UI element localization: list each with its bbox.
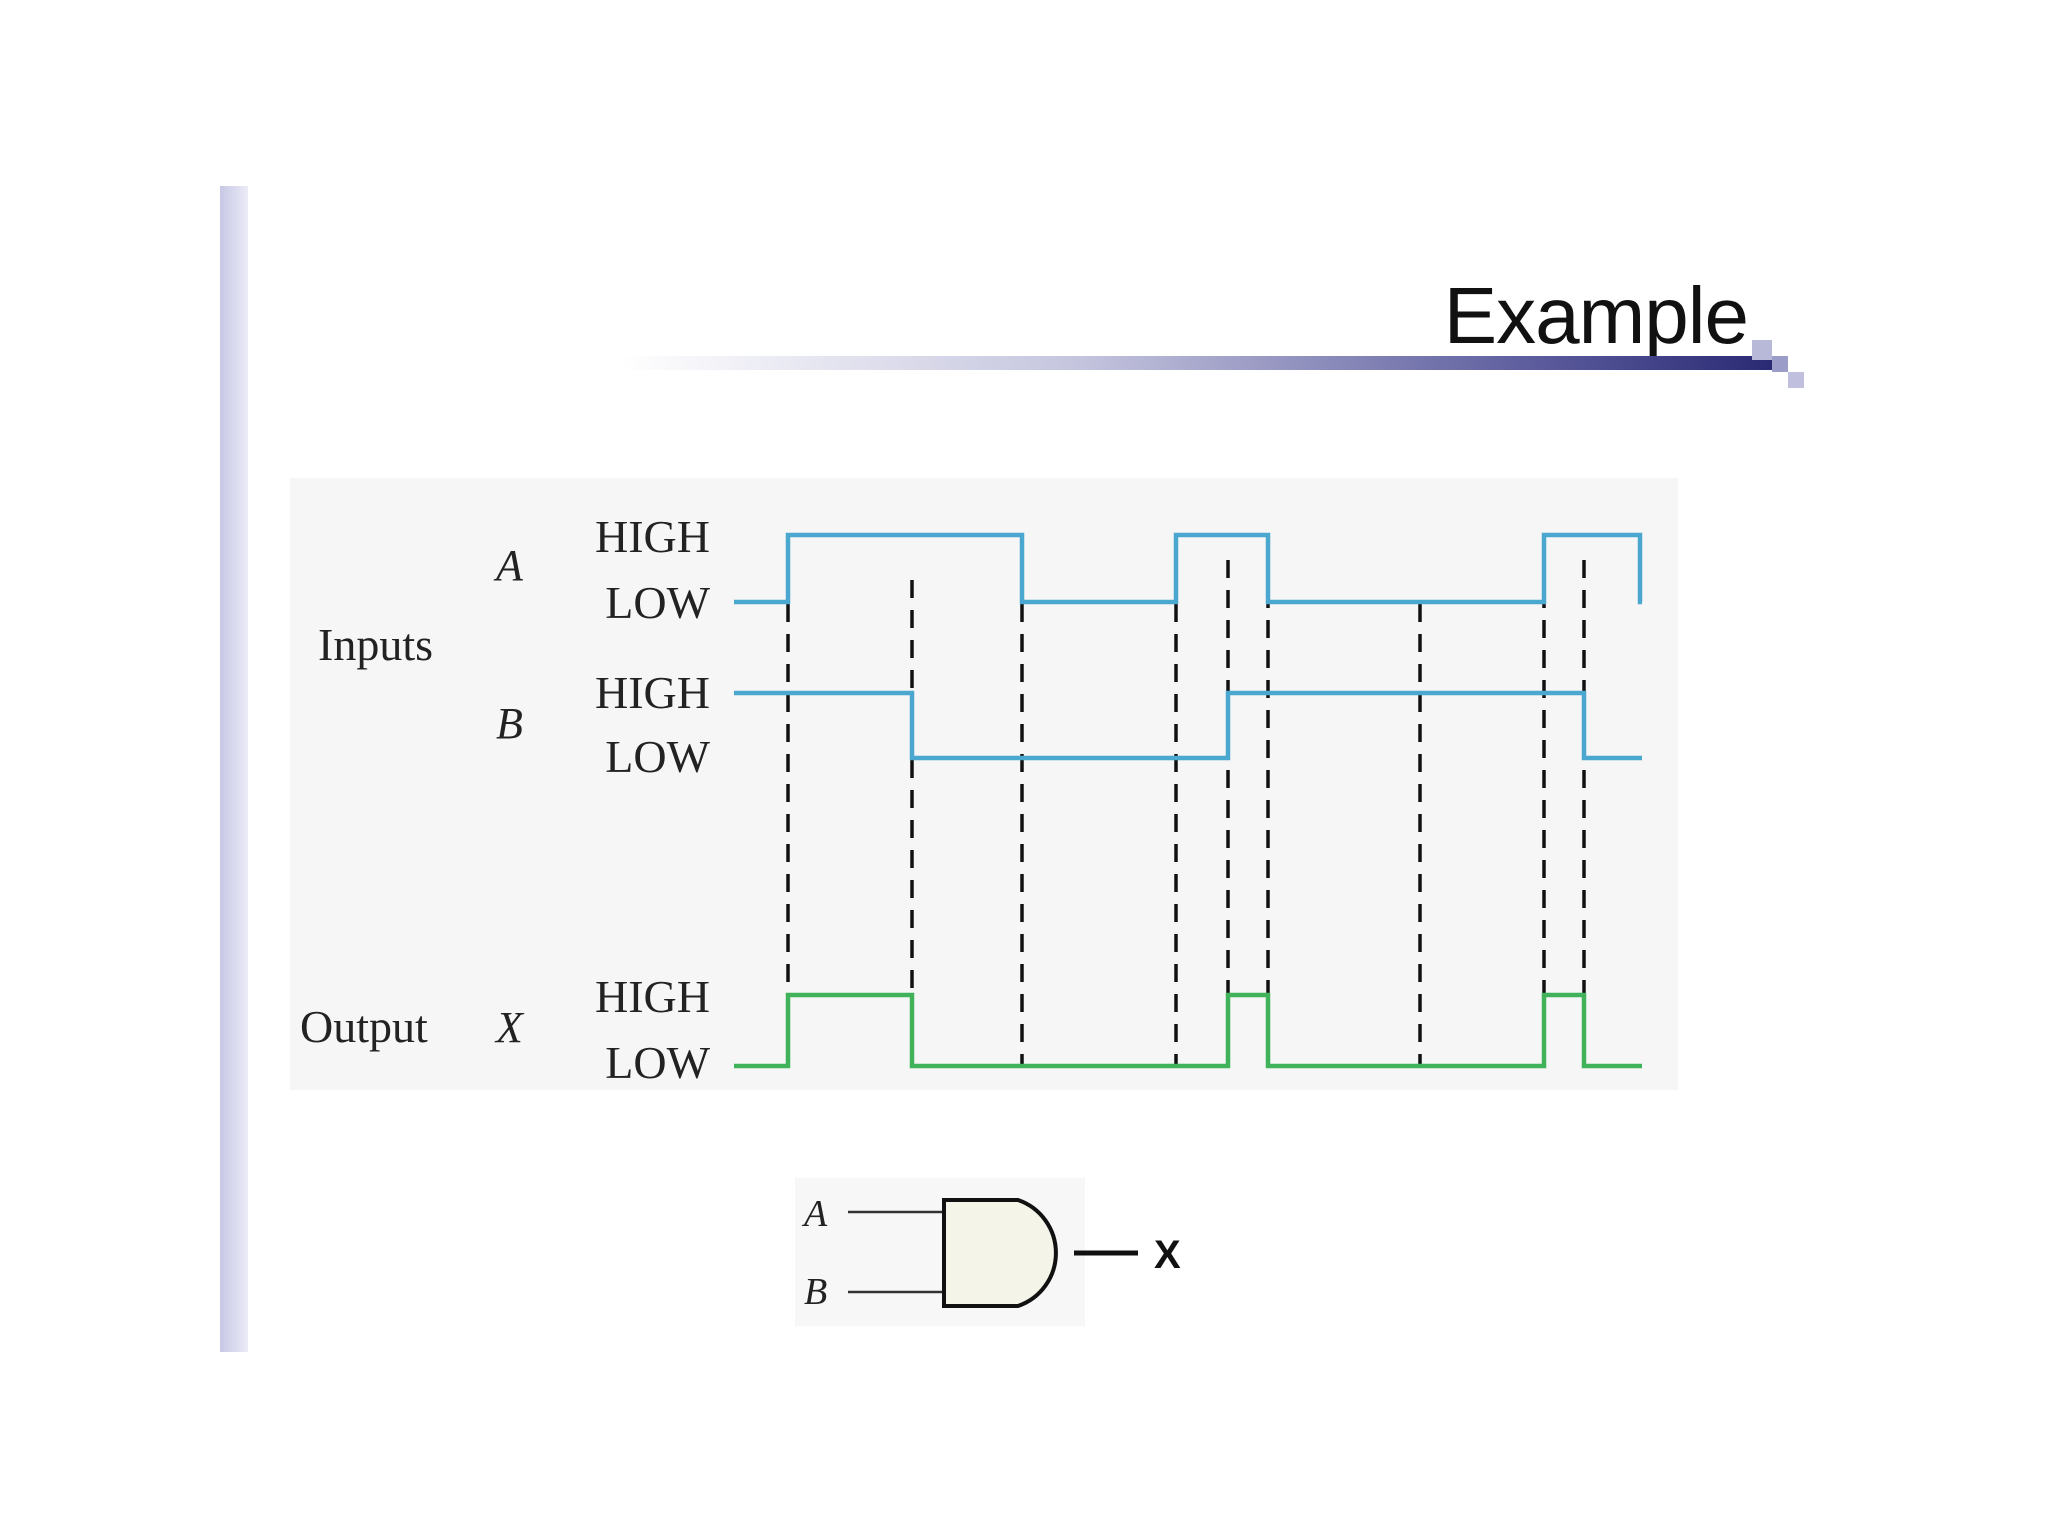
signal-a-low-label: LOW xyxy=(605,577,710,628)
gate-output-label: X xyxy=(1154,1233,1181,1277)
signal-x-low-label: LOW xyxy=(605,1037,710,1088)
and-gate-symbol xyxy=(942,1198,1058,1308)
slide-left-accent-bar xyxy=(220,186,248,1352)
title-underline-rule xyxy=(620,356,1772,370)
slide-title: Example xyxy=(1443,271,1749,360)
signal-x-waveform xyxy=(734,992,1642,1069)
inputs-group-label: Inputs xyxy=(318,619,433,670)
gate-input-a-label: A xyxy=(801,1193,828,1235)
signal-x-high-label: HIGH xyxy=(595,971,710,1022)
signal-a-name: A xyxy=(493,541,524,590)
signal-b-name: B xyxy=(496,699,523,748)
timing-diagram-panel xyxy=(290,478,1678,1090)
signal-b-high-label: HIGH xyxy=(595,667,710,718)
title-decoration-square xyxy=(1772,356,1788,372)
edge-guides xyxy=(786,560,1586,1066)
signal-b-low-label: LOW xyxy=(605,731,710,782)
title-decoration-square xyxy=(1788,372,1804,388)
signal-x-name: X xyxy=(494,1003,525,1052)
signal-b-waveform xyxy=(734,690,1642,761)
output-group-label: Output xyxy=(300,1001,428,1052)
gate-input-b-label: B xyxy=(804,1271,827,1313)
signal-a-waveform xyxy=(734,532,1643,605)
signal-a-high-label: HIGH xyxy=(595,511,710,562)
title-decoration-square xyxy=(1752,340,1772,360)
